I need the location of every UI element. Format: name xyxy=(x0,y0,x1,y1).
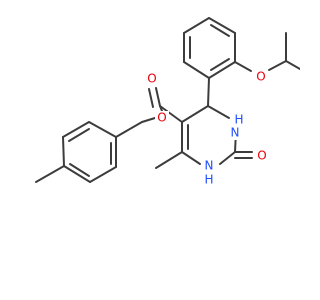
atom-label: H xyxy=(204,173,213,187)
atom-label: O xyxy=(257,149,266,163)
bond xyxy=(115,121,143,138)
atom-background xyxy=(202,159,216,173)
atom-background xyxy=(232,113,246,127)
bond xyxy=(183,61,210,79)
molecule-canvas: O O O H N N H O xyxy=(35,17,300,187)
bond xyxy=(268,60,287,71)
bond xyxy=(183,17,210,34)
atom-background xyxy=(202,173,216,187)
bond xyxy=(207,105,230,119)
bond xyxy=(210,58,230,71)
bond xyxy=(210,24,230,37)
bond xyxy=(63,165,91,183)
bond xyxy=(285,60,300,70)
bond xyxy=(219,151,236,165)
atom-background xyxy=(254,70,268,84)
atom-label: N xyxy=(205,159,214,173)
bond xyxy=(62,136,65,167)
atom-labels: O O O H N N H O xyxy=(145,70,269,187)
atom-background xyxy=(145,72,159,86)
bond xyxy=(35,165,65,183)
atom-background xyxy=(255,149,269,163)
bond xyxy=(68,128,90,142)
bond xyxy=(62,121,90,138)
atom-label: O xyxy=(157,111,166,125)
bond xyxy=(141,117,156,123)
atom-label: N xyxy=(231,126,240,140)
bond xyxy=(155,87,161,107)
atom-label: H xyxy=(234,113,243,127)
bond xyxy=(181,151,201,165)
structure-drawing: O O O H N N H O xyxy=(35,17,300,187)
bond xyxy=(234,61,252,72)
atom-label: O xyxy=(256,70,265,84)
bond xyxy=(208,17,236,34)
bond xyxy=(89,166,117,183)
atom-background xyxy=(155,111,169,125)
bond xyxy=(181,105,209,123)
bond xyxy=(159,105,183,123)
atom-background xyxy=(228,126,242,140)
bond xyxy=(208,61,236,79)
bond xyxy=(69,163,90,177)
bond xyxy=(88,121,117,138)
bond xyxy=(148,88,154,108)
bond xyxy=(207,77,210,107)
bond xyxy=(155,151,183,169)
atom-label: O xyxy=(147,72,156,86)
